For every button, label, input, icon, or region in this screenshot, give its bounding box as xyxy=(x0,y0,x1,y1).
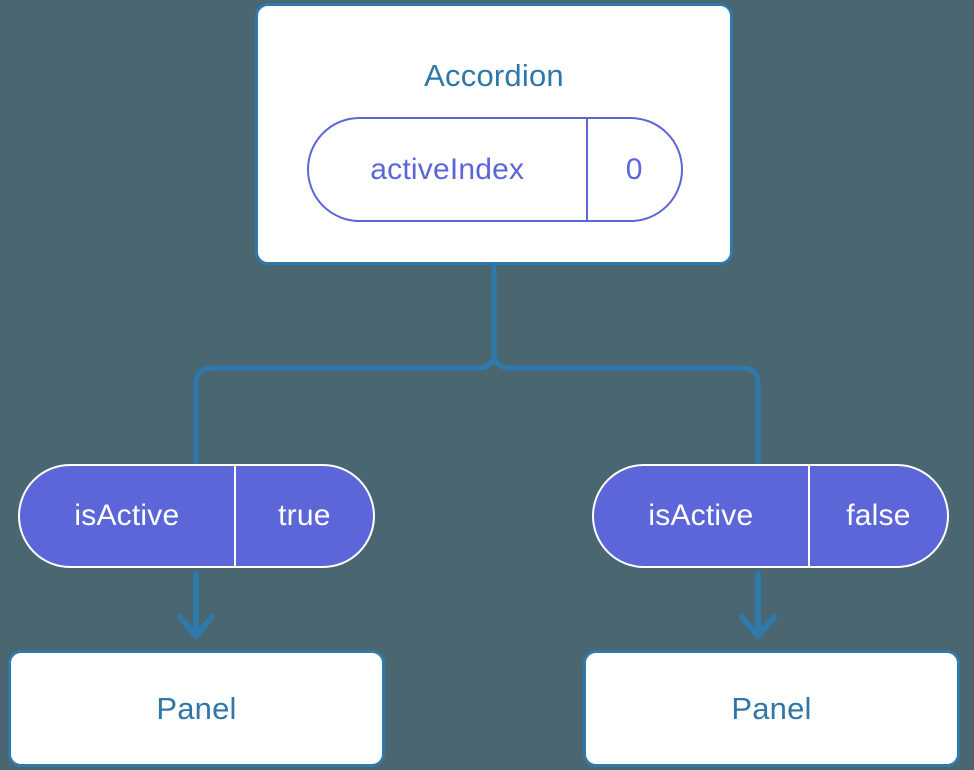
prop-pill-is-active-right: isActive false xyxy=(592,464,949,568)
panel-component-card-right: Panel xyxy=(583,650,960,767)
prop-pill-active-index-value: 0 xyxy=(585,119,682,220)
panel-card-right-title: Panel xyxy=(731,690,812,726)
tree-branch-connector-right xyxy=(491,349,761,467)
prop-pill-is-active-right-key: isActive xyxy=(648,499,754,532)
prop-pill-active-index-key: activeIndex xyxy=(370,152,525,186)
prop-pill-is-active-left-value: true xyxy=(233,466,373,566)
panel-component-card-left: Panel xyxy=(8,650,385,767)
prop-pill-is-active-left-key: isActive xyxy=(74,499,180,532)
arrow-down-left xyxy=(177,571,215,639)
prop-pill-active-index: activeIndex 0 xyxy=(307,117,683,222)
prop-pill-is-active-right-value: false xyxy=(807,466,947,566)
panel-card-left-title: Panel xyxy=(156,690,237,726)
arrow-down-right xyxy=(739,571,777,639)
prop-pill-is-active-left: isActive true xyxy=(18,464,375,568)
accordion-card-title: Accordion xyxy=(424,58,564,93)
tree-branch-connector xyxy=(193,263,497,467)
